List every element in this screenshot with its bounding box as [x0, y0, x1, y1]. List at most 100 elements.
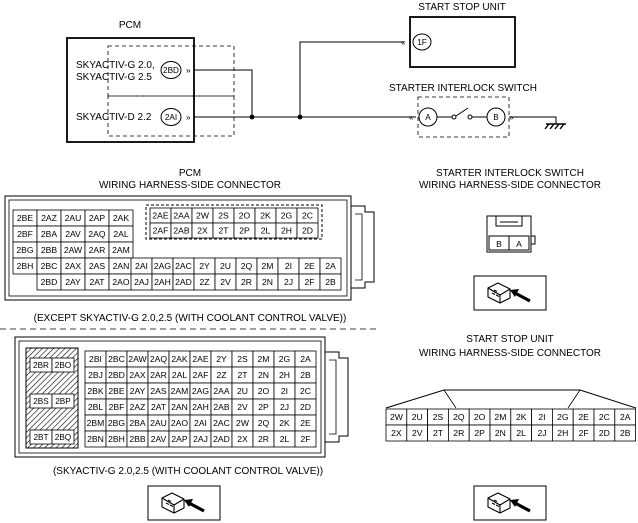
pcm-variant-g-line-1: SKYACTIV-G 2.0, [76, 60, 155, 71]
pcm-upper-pin-label: 2H [281, 226, 292, 236]
pcm-ccv-pin-label: 2I [281, 386, 288, 396]
pcm-ccv-pin-label: 2AZ [130, 402, 146, 412]
pcm-upper-pin-label: 2O [239, 211, 251, 221]
pcm-lower-pin-label: 2Y [199, 261, 210, 271]
pcm-ccv-pin-label: 2BM [87, 418, 105, 428]
pcm-ccv-pin-label: 2AW [128, 354, 147, 364]
pcm-ccv-pin-label: 2AS [150, 386, 167, 396]
interlock-connector-body [486, 215, 532, 253]
pcm-lower-pin-label: 2AD [175, 277, 192, 287]
pcm-left-pin-label: 2BD [41, 277, 58, 287]
start-stop-connector-title-1: START STOP UNIT [466, 334, 553, 345]
pcm-lower-pin-label: 2J [284, 277, 293, 287]
start-stop-terminal-1f-label: 1F [417, 38, 427, 47]
start-stop-pin-label: 2Q [453, 412, 465, 422]
start-stop-pin-label: 2R [453, 428, 464, 438]
interlock-connector-pin-b-label: B [496, 239, 502, 249]
pcm-ccv-pin-label: 2D [300, 402, 311, 412]
pcm-connector-title-1: PCM [179, 168, 201, 179]
pcm-ccv-connector-outer [14, 336, 326, 458]
interlock-switch-contacts [437, 107, 487, 120]
pcm-ccv-pin-label: 2BF [109, 402, 125, 412]
start-stop-pin-label: 2I [538, 412, 545, 422]
pcm-ccv-pin-label: 2S [237, 354, 248, 364]
pcm-ccv-pin-label: 2AJ [193, 434, 208, 444]
pcm-upper-pin-label: 2D [302, 226, 313, 236]
start-stop-pin-label: 2G [557, 412, 569, 422]
pcm-ccv-left-pin-label: 2BQ [55, 433, 71, 442]
pcm-ccv-pin-label: 2F [300, 434, 310, 444]
start-stop-pin-label: 2J [537, 428, 546, 438]
pcm-ccv-pin-label: 2U [237, 386, 248, 396]
pcm-left-pin-label: 2BH [17, 261, 34, 271]
pcm-2ai-connector-glyph: » [186, 113, 191, 122]
pcm-upper-pin-label: 2AA [173, 211, 190, 221]
pcm-upper-pin-label: 2X [197, 226, 208, 236]
wire-to-ground [509, 116, 557, 124]
start-stop-connector-glyph: « [401, 38, 406, 47]
pcm-ccv-pin-label: 2AQ [150, 354, 168, 364]
view-direction-icon [473, 485, 547, 521]
pcm-ccv-pin-label: 2P [258, 402, 269, 412]
pcm-ccv-pin-label: 2Y [216, 354, 227, 364]
pcm-ccv-pin-label: 2E [300, 418, 311, 428]
pcm-lower-pin-label: 2V [220, 277, 231, 287]
start-stop-connector-title-2: WIRING HARNESS-SIDE CONNECTOR [419, 348, 601, 359]
pcm-ccv-pin-label: 2AP [171, 434, 188, 444]
pcm-lower-pin-label: 2N [262, 277, 273, 287]
pcm-upper-pin-label: 2T [218, 226, 229, 236]
start-stop-unit-box [409, 16, 516, 68]
interlock-connector-lock [495, 216, 523, 227]
pcm-ccv-left-pin-cell [51, 393, 75, 409]
pcm-lower-pin-label: 2AJ [134, 277, 149, 287]
pcm-left-pin-label: 2AV [65, 229, 81, 239]
pcm-upper-pin-label: 2W [196, 211, 210, 221]
pcm-ccv-pin-label: 2BB [129, 434, 146, 444]
pcm-ccv-pin-label: 2M [258, 354, 270, 364]
pcm-ccv-pin-label: 2BJ [88, 370, 103, 380]
pcm-ccv-pin-label: 2AF [193, 370, 209, 380]
pcm-ccv-pin-label: 2L [280, 434, 290, 444]
pcm-ccv-pin-label: 2G [279, 354, 291, 364]
start-stop-pin-label: 2B [620, 428, 631, 438]
pcm-ccv-left-pin-label: 2BO [55, 361, 71, 370]
interlock-connector-section: STARTER INTERLOCK SWITCH WIRING HARNESS-… [419, 168, 601, 253]
pcm-ccv-pin-label: 2X [237, 434, 248, 444]
pcm-upper-block-dashed [145, 204, 323, 240]
pcm-ccv-pin-label: 2BH [108, 434, 125, 444]
pcm-ccv-pin-label: 2AC [213, 418, 230, 428]
pcm-lower-pin-label: 2AI [135, 261, 148, 271]
interlock-terminal-b-label: B [493, 113, 499, 122]
pcm-ccv-left-pin-label: 2BR [33, 361, 49, 370]
pcm-lower-pin-label: 2Q [241, 261, 253, 271]
pcm-left-pin-label: 2AL [113, 229, 129, 239]
pcm-ccv-pin-label: 2AE [192, 354, 209, 364]
pcm-left-pin-label: 2AX [65, 261, 82, 271]
pcm-left-pin-label: 2AS [89, 261, 106, 271]
pcm-ccv-pin-label: 2BN [87, 434, 104, 444]
start-stop-pin-label: 2D [599, 428, 610, 438]
pcm-ccv-pin-label: 2R [258, 434, 269, 444]
pcm-lower-pin-label: 2R [241, 277, 252, 287]
pcm-upper-pin-label: 2AF [153, 226, 169, 236]
start-stop-connector-section: START STOP UNIT WIRING HARNESS-SIDE CONN… [385, 334, 637, 442]
start-stop-unit-label: START STOP UNIT [418, 2, 505, 13]
start-stop-pin-label: 2L [516, 428, 526, 438]
pcm-ccv-pin-label: 2AY [130, 386, 146, 396]
pcm-ccv-pin-cell [294, 430, 317, 448]
pcm-ccv-pin-label: 2AT [151, 402, 167, 412]
pcm-upper-pin-cell [296, 222, 319, 239]
pcm-ccv-pin-label: 2BD [108, 370, 125, 380]
pcm-ccv-pin-label: 2W [236, 418, 250, 428]
pcm-ccv-connector-caption: (SKYACTIV-G 2.0,2.5 (WITH COOLANT CONTRO… [53, 466, 323, 477]
pcm-lower-pin-label: 2A [325, 261, 336, 271]
pcm-left-pin-label: 2BB [41, 245, 58, 255]
pcm-terminal-2ai-label: 2AI [165, 113, 177, 122]
pcm-ccv-left-pin-label: 2BT [33, 433, 48, 442]
start-stop-pin-label: 2V [412, 428, 423, 438]
interlock-terminal-a-label: A [425, 113, 431, 122]
start-stop-pin-label: 2T [433, 428, 444, 438]
pcm-ccv-pin-label: 2BA [129, 418, 146, 428]
pcm-ccv-pin-label: 2Z [216, 370, 226, 380]
pcm-terminal-2bd-label: 2BD [163, 66, 179, 75]
